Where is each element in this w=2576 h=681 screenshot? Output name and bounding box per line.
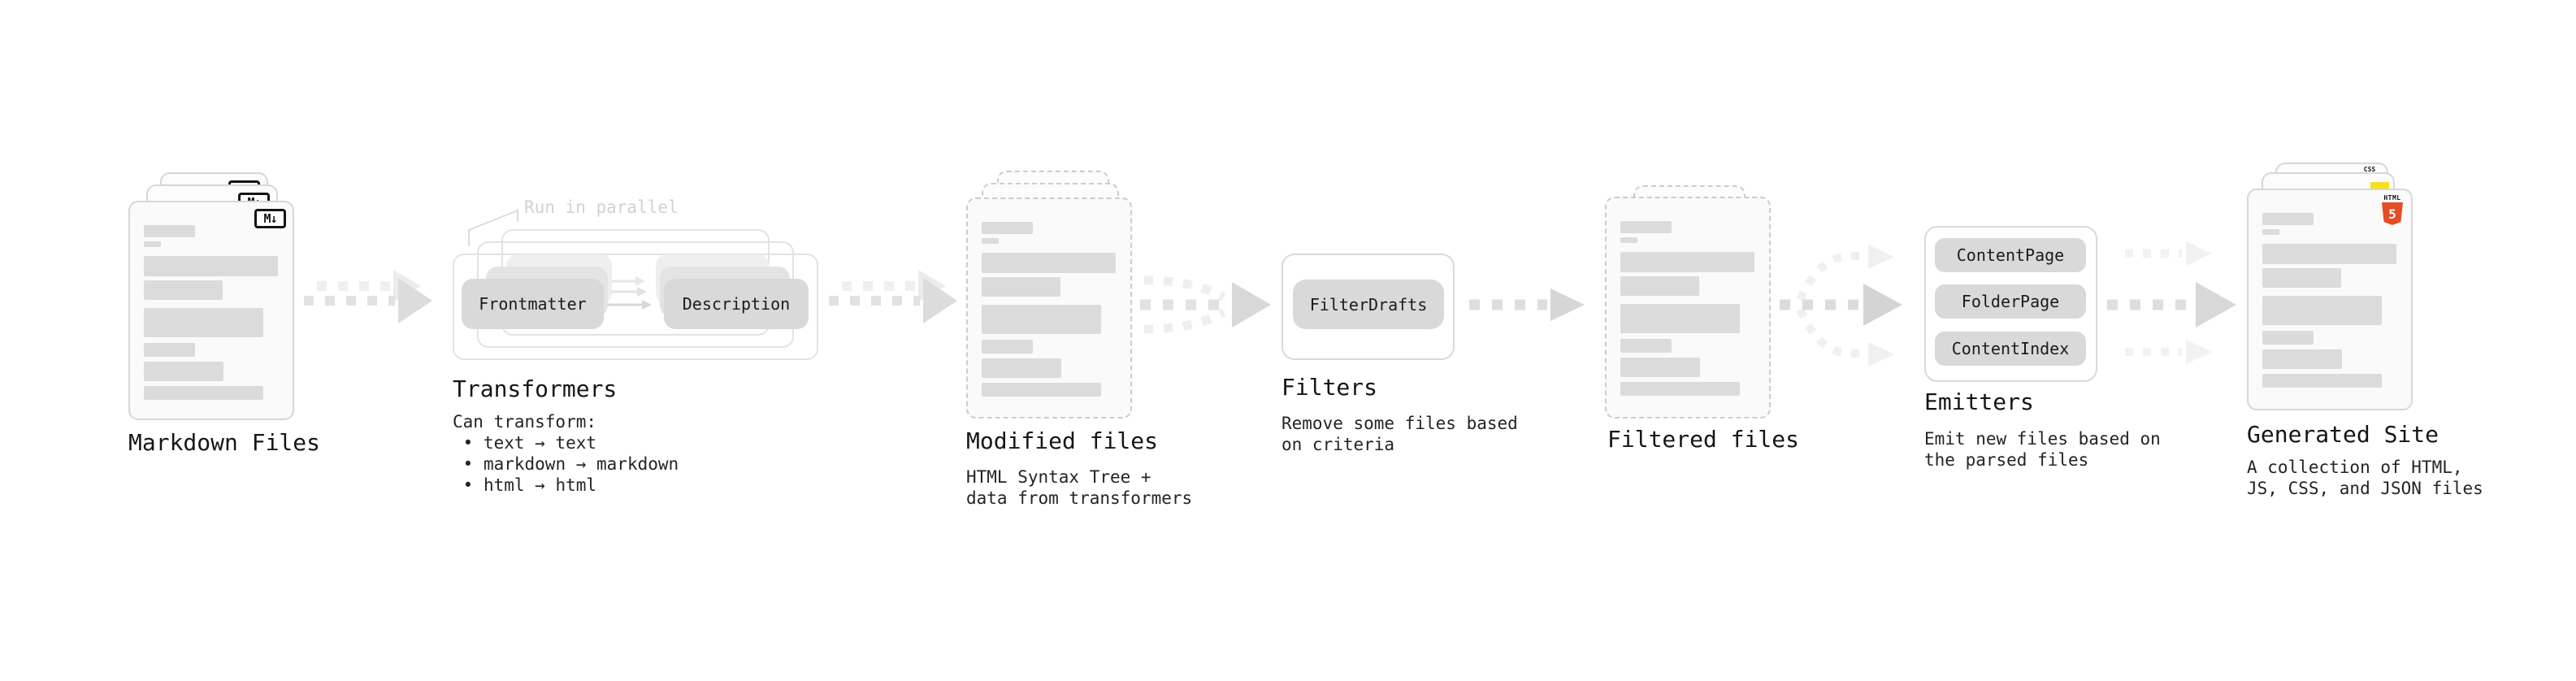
stage-desc-generated-site: A collection of HTML, JS, CSS, and JSON … <box>2247 458 2483 498</box>
placeholder-bar <box>982 358 1061 378</box>
connector-arrow-filters-to-filtered <box>1469 288 1585 321</box>
placeholder-bar <box>982 238 999 244</box>
placeholder-bar <box>144 308 263 337</box>
file-card-front <box>966 197 1132 419</box>
placeholder-bar <box>2262 331 2314 345</box>
stage-desc-transformers: Can transform: • text → text • markdown … <box>453 412 679 495</box>
placeholder-bar <box>982 277 1060 297</box>
placeholder-bar <box>2262 296 2382 325</box>
text-placeholder-bars <box>2262 213 2396 388</box>
stage-desc-emitters: Emit new files based on the parsed files <box>1924 429 2161 470</box>
stage-title-filtered-files: Filtered files <box>1607 426 1800 453</box>
stage-title-modified-files: Modified files <box>966 427 1159 454</box>
placeholder-bar <box>2262 349 2342 369</box>
parallel-note: Run in parallel <box>524 197 679 217</box>
stage-title-filters: Filters <box>1281 374 1378 401</box>
emitter-chip-folderpage: FolderPage <box>1935 284 2086 319</box>
html5-icon: HTML 5 <box>2382 194 2403 225</box>
connector-arrow-filtered-to-emitters <box>1780 245 1902 367</box>
placeholder-bar <box>2262 229 2279 235</box>
stage-title-markdown-files: Markdown Files <box>128 429 321 456</box>
js-icon <box>2370 182 2389 190</box>
placeholder-bar <box>1620 304 1740 333</box>
placeholder-bar <box>1620 276 1699 296</box>
placeholder-bar <box>144 225 195 237</box>
html5-icon-word: HTML <box>2383 194 2401 202</box>
placeholder-bar <box>1620 358 1700 377</box>
emitter-chip-contentpage: ContentPage <box>1935 238 2086 272</box>
transformer-chip-frontmatter: Frontmatter <box>462 279 604 329</box>
text-placeholder-bars <box>144 225 278 400</box>
stage-title-transformers: Transformers <box>453 375 618 402</box>
filter-chip-filterdrafts: FilterDrafts <box>1293 280 1444 329</box>
placeholder-bar <box>144 280 223 300</box>
stage-title-emitters: Emitters <box>1924 388 2034 415</box>
placeholder-bar <box>144 343 195 357</box>
parallel-run-arrows <box>608 276 652 310</box>
placeholder-bar <box>144 386 263 400</box>
file-card-front: HTML 5 <box>2247 189 2413 410</box>
text-placeholder-bars <box>1620 221 1754 396</box>
html5-icon-shield: 5 <box>2382 202 2403 225</box>
placeholder-bar <box>1620 237 1637 243</box>
text-placeholder-bars <box>982 222 1116 397</box>
placeholder-bar <box>2262 213 2314 225</box>
connector-arrow-transformers-to-modified <box>829 270 957 323</box>
note-leader-line <box>468 209 518 246</box>
placeholder-bar <box>1620 382 1740 396</box>
placeholder-bar <box>1620 252 1754 272</box>
placeholder-bar <box>144 256 278 276</box>
connector-arrow-emitters-to-generated <box>2107 241 2236 364</box>
markdown-icon: M↓ <box>254 209 286 228</box>
placeholder-bar <box>2262 244 2396 264</box>
placeholder-bar <box>144 241 161 247</box>
stage-title-generated-site: Generated Site <box>2247 421 2439 448</box>
connector-arrow-markdown-to-transformers <box>304 270 432 323</box>
placeholder-bar <box>1620 221 1672 233</box>
stage-desc-filters: Remove some files based on criteria <box>1281 414 1518 454</box>
placeholder-bar <box>982 222 1033 234</box>
placeholder-bar <box>1620 339 1672 353</box>
placeholder-bar <box>982 383 1101 397</box>
placeholder-bar <box>982 305 1101 334</box>
placeholder-bar <box>2262 374 2382 388</box>
placeholder-bar <box>982 253 1116 273</box>
placeholder-bar <box>144 362 223 381</box>
css-icon-word: CSS <box>2363 166 2376 173</box>
placeholder-bar <box>2262 268 2341 288</box>
connector-arrow-modified-to-filters <box>1140 275 1271 334</box>
file-card-front <box>1605 197 1771 419</box>
transformer-frame-front <box>453 254 818 360</box>
stage-desc-modified-files: HTML Syntax Tree + data from transformer… <box>966 467 1193 508</box>
placeholder-bar <box>982 340 1033 354</box>
transformer-chip-description: Description <box>664 279 809 329</box>
emitter-chip-contentindex: ContentIndex <box>1935 332 2086 366</box>
file-card-front: M↓ <box>128 201 294 420</box>
